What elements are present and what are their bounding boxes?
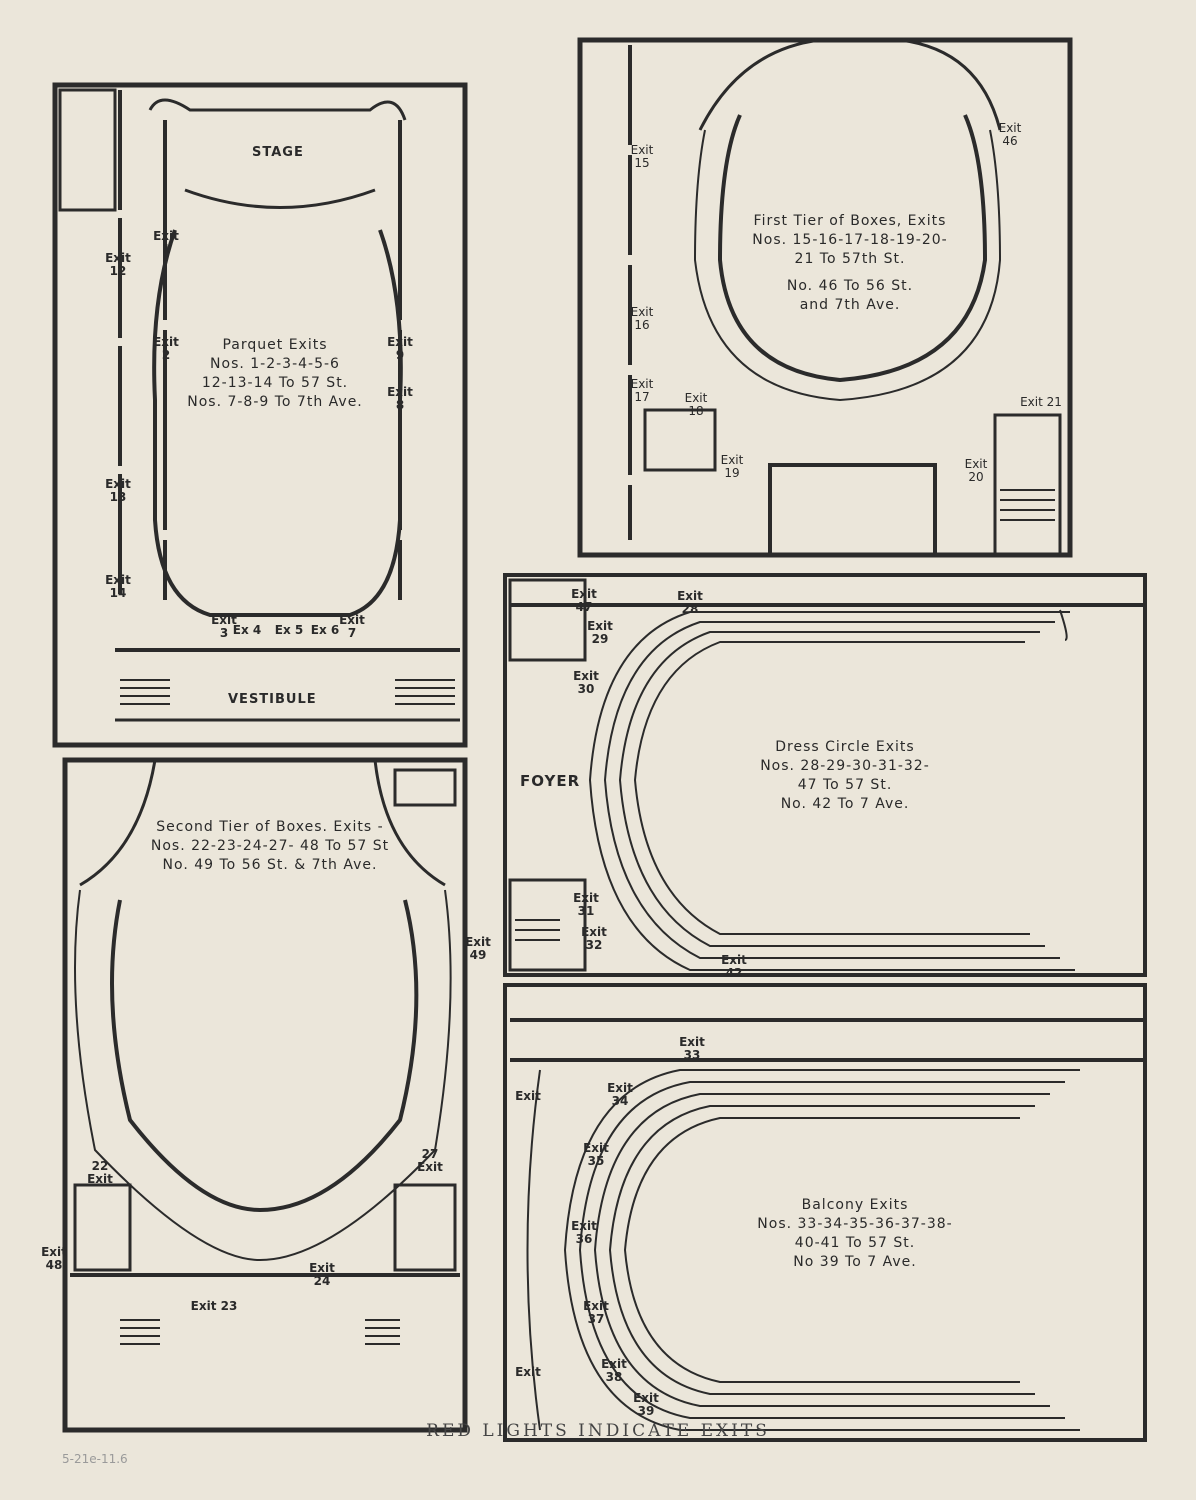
foyer-label: FOYER: [520, 772, 581, 790]
balcony-outline: [503, 983, 1147, 1442]
exit-37-label: Exit 37: [583, 1299, 609, 1326]
second-tier-outline: [62, 757, 468, 1433]
walls: [52, 37, 1147, 1442]
first-tier-line-5: and 7th Ave.: [799, 297, 901, 313]
exit-35-label: Exit 35: [583, 1141, 609, 1168]
exit-4-label: Ex 4: [232, 623, 262, 637]
exit-23-label: Exit 23: [190, 1299, 238, 1313]
exit-32-label: Exit 32: [581, 925, 607, 952]
exit-13-label: Exit 13: [105, 477, 131, 504]
balcony-line-3: 40-41 To 57 St.: [794, 1235, 916, 1251]
exit-42-label: Exit 42: [721, 953, 747, 980]
first-tier-title: First Tier of Boxes, Exits Nos. 15-16-17…: [740, 212, 960, 315]
parquet-outline: [52, 82, 468, 748]
first-tier-line-2: Nos. 15-16-17-18-19-20-: [752, 232, 948, 248]
parquet-line-3: 12-13-14 To 57 St.: [201, 375, 349, 391]
exit-49-label: Exit 49: [465, 935, 491, 962]
exit-38-label: Exit 38: [601, 1357, 627, 1384]
exit-14-label: Exit 14: [105, 573, 131, 600]
exit-30-label: Exit 30: [573, 669, 599, 696]
exit-27-label: 27 Exit: [417, 1147, 443, 1174]
first-tier-line-1: First Tier of Boxes, Exits: [753, 213, 947, 229]
parquet-line-1: Parquet Exits: [222, 337, 328, 353]
dress-circle-line-4: No. 42 To 7 Ave.: [780, 796, 910, 812]
footer-caption: RED LIGHTS INDICATE EXITS: [426, 1421, 770, 1441]
second-tier-line-3: No. 49 To 56 St. & 7th Ave.: [162, 857, 378, 873]
exit-9-label: Exit 9: [387, 335, 413, 362]
exit-7-label: Exit 7: [339, 613, 365, 640]
exit-34-label: Exit 34: [607, 1081, 633, 1108]
exit-2-label: Exit 2: [153, 335, 179, 362]
dress-circle-outline: [503, 573, 1147, 977]
exit-29-label: Exit 29: [587, 619, 613, 646]
first-tier-line-3: 21 To 57th St.: [794, 251, 906, 267]
exit-40-label: Exit: [515, 1089, 541, 1103]
exit-21-label: Exit 21: [1020, 395, 1062, 409]
exit-19-label: Exit 19: [720, 453, 744, 480]
exit-39-label: Exit 39: [633, 1391, 659, 1418]
exit-22-label: 22 Exit: [87, 1159, 113, 1186]
exit-18-label: Exit 18: [684, 391, 708, 418]
balcony-line-2: Nos. 33-34-35-36-37-38-: [757, 1216, 953, 1232]
exit-16-label: Exit 16: [630, 305, 654, 332]
stage-label: STAGE: [252, 145, 304, 160]
exit-33-label: Exit 33: [679, 1035, 705, 1062]
exit-1-label: Exit 1: [153, 229, 179, 256]
first-tier-line-4: No. 46 To 56 St.: [786, 278, 914, 294]
second-tier-line-1: Second Tier of Boxes. Exits -: [156, 819, 384, 835]
exit-48-label: Exit 48: [41, 1245, 67, 1272]
exit-3-label: Exit 3: [211, 613, 237, 640]
exit-28-label: Exit 28: [677, 589, 703, 616]
vestibule-label: VESTIBULE: [228, 692, 317, 707]
exit-5-label: Ex 5: [274, 623, 304, 637]
exit-41-label: Exit: [515, 1365, 541, 1379]
balcony-line-4: No 39 To 7 Ave.: [793, 1254, 917, 1270]
balcony-title: Balcony Exits Nos. 33-34-35-36-37-38- 40…: [730, 1196, 980, 1272]
exit-12-label: Exit 12: [105, 251, 131, 278]
second-tier-title: Second Tier of Boxes. Exits - Nos. 22-23…: [120, 818, 420, 875]
exit-6-label: Ex 6: [310, 623, 340, 637]
dress-circle-title: Dress Circle Exits Nos. 28-29-30-31-32- …: [730, 738, 960, 814]
exit-31-label: Exit 31: [573, 891, 599, 918]
dress-circle-line-2: Nos. 28-29-30-31-32-: [760, 758, 930, 774]
balcony-line-1: Balcony Exits: [801, 1197, 909, 1213]
exit-46-label: Exit 46: [998, 121, 1022, 148]
exit-47-label: Exit 47: [571, 587, 597, 614]
dress-circle-line-1: Dress Circle Exits: [775, 739, 915, 755]
exit-24-label: Exit 24: [309, 1261, 335, 1288]
exit-20-label: Exit 20: [964, 457, 988, 484]
parquet-line-4: Nos. 7-8-9 To 7th Ave.: [187, 394, 363, 410]
dress-circle-line-3: 47 To 57 St.: [797, 777, 893, 793]
exit-15-label: Exit 15: [630, 143, 654, 170]
exit-17-label: Exit 17: [630, 377, 654, 404]
exit-36-label: Exit 36: [571, 1219, 597, 1246]
pencil-note: 5-21e-11.6: [62, 1452, 128, 1466]
stairs: [120, 489, 1055, 1345]
parquet-exits-title: Parquet Exits Nos. 1-2-3-4-5-6 12-13-14 …: [170, 336, 380, 412]
exit-8-label: Exit 8: [387, 385, 413, 412]
parquet-line-2: Nos. 1-2-3-4-5-6: [210, 356, 340, 372]
second-tier-line-2: Nos. 22-23-24-27- 48 To 57 St: [150, 838, 390, 854]
